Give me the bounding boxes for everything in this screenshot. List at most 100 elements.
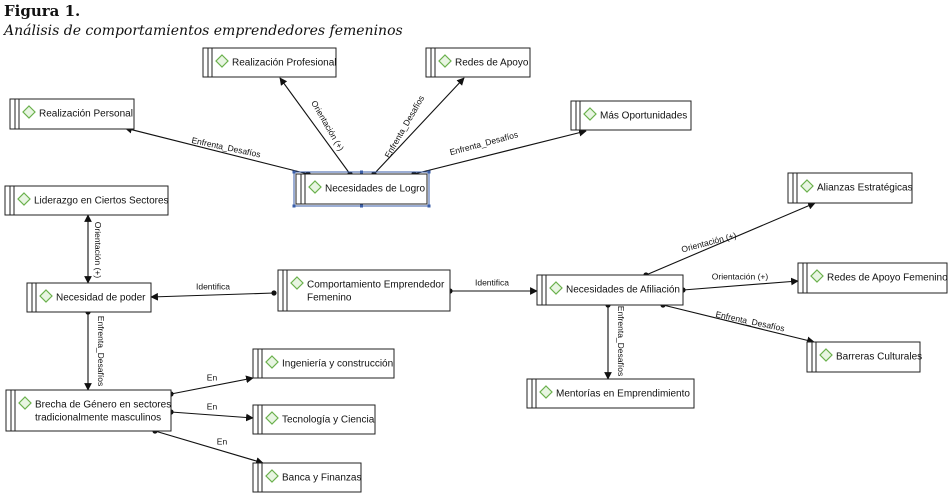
diamond-icon [583, 107, 597, 121]
node-label: Barreras Culturales [836, 352, 922, 363]
node-necesidad-de-poder[interactable]: Necesidad de poder [26, 282, 152, 313]
edge-label: En [207, 372, 218, 382]
edge-necesidades_afiliacion-to-barreras_culturales: Enfrenta_Desafíos [660, 302, 815, 345]
node-necesidades-de-logro[interactable]: Necesidades de Logro [295, 173, 428, 205]
diamond-icon [819, 348, 833, 362]
node-box [4, 185, 169, 216]
node-liderazgo[interactable]: Liderazgo en Ciertos Sectores [4, 185, 169, 216]
diamond-icon [18, 396, 32, 410]
diamond-icon [265, 469, 279, 483]
edge-label: Enfrenta_Desafíos [382, 94, 426, 160]
node-tecnologia[interactable]: Tecnología y Ciencia [252, 404, 376, 435]
edge-necesidades_afiliacion-to-alianzas: Orientación (+) [643, 202, 816, 278]
diamond-icon [308, 180, 322, 194]
diamond-icon [549, 281, 563, 295]
selection-frame[interactable] [292, 170, 431, 208]
node-barreras-culturales[interactable]: Barreras Culturales [806, 341, 922, 373]
edge-necesidades_de_logro-to-mas_oportunidades: Enfrenta_Desafíos [411, 128, 587, 177]
node-box [526, 378, 695, 409]
diamond-icon [265, 411, 279, 425]
edge-line [413, 128, 587, 175]
figure-title: Análisis de comportamientos emprendedore… [4, 23, 403, 39]
node-mas-oportunidades[interactable]: Más Oportunidades [570, 100, 692, 131]
edge-line [279, 77, 351, 175]
edge-necesidades_de_logro-to-redes_de_apoyo: Enfrenta_Desafíos [371, 77, 465, 177]
resize-handle[interactable] [360, 204, 363, 208]
edge-label: Orientación (+) [680, 230, 737, 254]
node-banca[interactable]: Banca y Finanzas [252, 462, 362, 493]
node-box [5, 389, 172, 432]
edge-necesidades_afiliacion-to-mentorias: Enfrenta_Desafíos [604, 302, 626, 380]
node-label: Ingeniería y construcción [282, 359, 393, 370]
diamond-icon [438, 54, 452, 68]
diamond-icon [17, 192, 31, 206]
node-box [277, 269, 451, 312]
diamond-icon [215, 54, 229, 68]
node-label: tradicionalmente masculinos [35, 413, 161, 424]
node-label: Mentorías en Emprendimiento [556, 389, 690, 400]
edge-comportamiento-to-necesidad_de_poder: Identifica [150, 281, 277, 301]
edge-source-dot [271, 290, 277, 296]
node-label: Más Oportunidades [600, 111, 687, 122]
edge-line [124, 125, 309, 175]
edge-necesidad_de_poder-to-brecha: Enfrenta_Desafíos [84, 309, 106, 391]
diamond-icon [22, 105, 36, 119]
node-mentorias[interactable]: Mentorías en Emprendimiento [526, 378, 695, 409]
resize-handle[interactable] [427, 170, 431, 174]
edge-necesidades_afiliacion-to-redes_apoyo_femenino: Orientación (+) [680, 271, 799, 293]
node-alianzas[interactable]: Alianzas Estratégicas [787, 172, 913, 204]
edge-line [170, 411, 254, 422]
node-label: Realización Profesional [232, 58, 337, 69]
node-redes-de-apoyo[interactable]: Redes de Apoyo [425, 47, 531, 78]
node-label: Realización Personal [39, 109, 133, 120]
edge-line [682, 277, 799, 291]
resize-handle[interactable] [292, 204, 296, 208]
edge-necesidad_de_poder-to-liderazgo: Orientación (+) [84, 214, 103, 284]
node-label: Alianzas Estratégicas [817, 183, 913, 194]
node-realizacion-profesional[interactable]: Realización Profesional [202, 47, 337, 78]
node-label: Necesidades de Afiliación [566, 285, 680, 296]
node-label: Liderazgo en Ciertos Sectores [34, 196, 169, 207]
edge-brecha-to-banca: En [152, 428, 264, 465]
diamond-icon [265, 355, 279, 369]
node-label: Banca y Finanzas [282, 473, 362, 484]
edge-label: Identifica [196, 281, 230, 291]
edge-label: En [217, 436, 228, 446]
edge-brecha-to-ingenieria: En [168, 372, 254, 397]
resize-handle[interactable] [292, 170, 296, 174]
edge-line [662, 304, 815, 345]
node-label: Brecha de Género en sectores [35, 400, 171, 411]
edge-line [170, 375, 254, 395]
node-brecha[interactable]: Brecha de Género en sectores tradicionalm… [5, 389, 172, 432]
edge-necesidades_de_logro-to-realizacion_profesional: Orientación (+) [279, 77, 353, 177]
edge-label: Identifica [475, 277, 509, 287]
node-necesidades-afiliacion[interactable]: Necesidades de Afiliación [536, 274, 684, 306]
edge-label: Orientación (+) [712, 271, 769, 281]
node-redes-apoyo-femenino[interactable]: Redes de Apoyo Femenino [797, 262, 948, 294]
diamond-icon [800, 179, 814, 193]
node-label: Comportamiento Emprendedor [307, 280, 445, 291]
node-label: Femenino [307, 293, 352, 304]
edge-line [150, 292, 275, 301]
diamond-icon [290, 276, 304, 290]
node-label: Tecnología y Ciencia [282, 415, 375, 426]
edge-label: Enfrenta_Desafíos [715, 309, 786, 333]
edge-label: Enfrenta_Desafíos [96, 316, 106, 386]
diamond-icon [39, 289, 53, 303]
edge-line [373, 77, 465, 175]
diamond-icon [539, 385, 553, 399]
resize-handle[interactable] [427, 204, 431, 208]
node-label: Redes de Apoyo [455, 58, 529, 69]
edge-necesidades_de_logro-to-realizacion_personal: Enfrenta_Desafíos [124, 125, 311, 177]
figure-label: Figura 1. [4, 2, 81, 20]
diamond-icon [810, 269, 824, 283]
node-label: Necesidades de Logro [325, 184, 426, 195]
edge-brecha-to-tecnologia: En [168, 401, 254, 422]
node-ingenieria[interactable]: Ingeniería y construcción [252, 348, 395, 379]
resize-handle[interactable] [360, 170, 363, 174]
node-label: Redes de Apoyo Femenino [827, 273, 948, 284]
node-realizacion-personal[interactable]: Realización Personal [9, 98, 135, 130]
edge-label: Enfrenta_Desafíos [616, 306, 626, 376]
